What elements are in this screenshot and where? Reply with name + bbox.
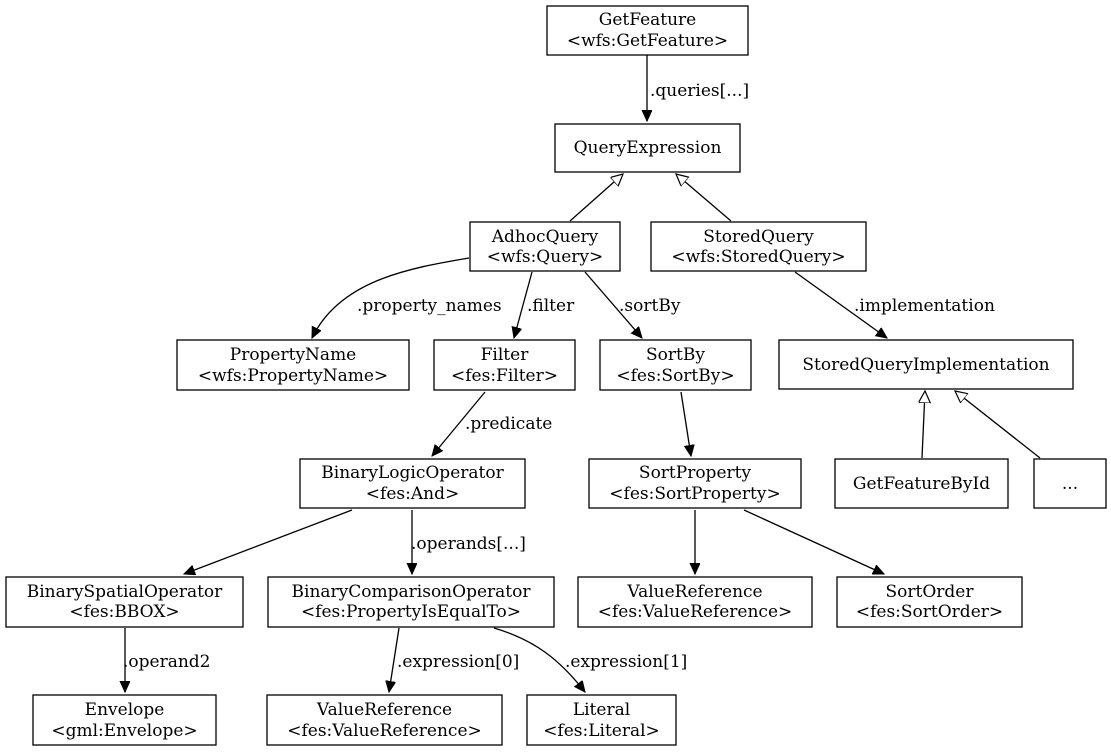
node-filter-name: Filter <box>481 345 530 365</box>
node-getfeaturebyid: GetFeatureById <box>834 458 1009 509</box>
edge-label-operands: .operands[...] <box>411 534 526 554</box>
node-queryexpression: QueryExpression <box>554 123 741 173</box>
node-adhocquery-name: AdhocQuery <box>491 227 599 247</box>
node-literal-tag: <fes:Literal> <box>543 721 660 741</box>
edge-property-names: .property_names <box>311 257 502 338</box>
node-sortproperty-tag: <fes:SortProperty> <box>609 484 780 504</box>
edge-label-expression1: .expression[1] <box>565 652 687 672</box>
node-valuereference-comparison-name: ValueReference <box>316 700 452 720</box>
edge-sortby: .sortBy <box>584 271 681 338</box>
edge-logic-spatial <box>184 509 353 574</box>
node-storedqueryimplementation-name: StoredQueryImplementation <box>802 355 1049 375</box>
node-storedqueryimplementation: StoredQueryImplementation <box>778 339 1074 390</box>
node-propertyname: PropertyName <wfs:PropertyName> <box>176 339 410 391</box>
node-valuereference-comparison-tag: <fes:ValueReference> <box>287 721 482 741</box>
node-sortproperty: SortProperty <fes:SortProperty> <box>588 458 802 509</box>
edge-implementation: .implementation <box>794 271 995 338</box>
node-valuereference-comparison: ValueReference <fes:ValueReference> <box>266 694 503 746</box>
nodes: GetFeature <wfs:GetFeature> QueryExpress… <box>5 5 1107 746</box>
node-queryexpression-name: QueryExpression <box>574 138 722 158</box>
node-envelope-tag: <gml:Envelope> <box>51 721 197 741</box>
edge-expression0: .expression[0] <box>389 627 519 692</box>
node-sortorder: SortOrder <fes:SortOrder> <box>836 576 1023 628</box>
node-sortby-tag: <fes:SortBy> <box>616 366 734 386</box>
node-binarylogicoperator: BinaryLogicOperator <fes:And> <box>299 458 526 509</box>
node-adhocquery: AdhocQuery <wfs:Query> <box>469 221 621 272</box>
node-binaryspatialoperator-tag: <fes:BBOX> <box>69 602 179 622</box>
edge-sortby-sortproperty <box>680 391 691 456</box>
edges: .queries[...] .property_names .filter .s… <box>123 55 1041 692</box>
node-filter: Filter <fes:Filter> <box>433 339 576 391</box>
edge-operand2: .operand2 <box>123 628 211 692</box>
node-binarycomparisonoperator-tag: <fes:PropertyIsEqualTo> <box>301 602 521 622</box>
node-getfeature-name: GetFeature <box>599 10 697 30</box>
node-sortby-name: SortBy <box>646 345 705 365</box>
node-ellipsis-name: ... <box>1062 474 1078 494</box>
node-sortproperty-name: SortProperty <box>639 463 752 483</box>
node-binarycomparisonoperator-name: BinaryComparisonOperator <box>292 582 532 602</box>
node-sortby: SortBy <fes:SortBy> <box>599 339 752 391</box>
node-literal-name: Literal <box>573 700 630 720</box>
node-binaryspatialoperator-name: BinarySpatialOperator <box>27 582 223 602</box>
edge-filter: .filter <box>514 271 575 338</box>
edge-expression1: .expression[1] <box>493 627 687 692</box>
edge-label-queries: .queries[...] <box>650 81 749 101</box>
edge-label-filter: .filter <box>527 296 575 316</box>
edge-label-predicate: .predicate <box>465 414 552 434</box>
node-sortorder-tag: <fes:SortOrder> <box>856 602 1003 622</box>
node-valuereference-sort: ValueReference <fes:ValueReference> <box>577 576 813 628</box>
edge-operands: .operands[...] <box>411 510 526 574</box>
node-literal: Literal <fes:Literal> <box>526 694 677 746</box>
node-sortorder-name: SortOrder <box>886 582 975 602</box>
edge-label-operand2: .operand2 <box>123 652 211 672</box>
node-envelope: Envelope <gml:Envelope> <box>32 694 217 746</box>
node-getfeature: GetFeature <wfs:GetFeature> <box>546 5 749 56</box>
edge-label-expression0: .expression[0] <box>397 652 519 672</box>
node-binarylogicoperator-name: BinaryLogicOperator <box>321 463 504 483</box>
node-binarylogicoperator-tag: <fes:And> <box>366 484 459 504</box>
node-propertyname-tag: <wfs:PropertyName> <box>198 366 388 386</box>
node-binarycomparisonoperator: BinaryComparisonOperator <fes:PropertyIs… <box>267 576 555 628</box>
node-storedquery-name: StoredQuery <box>703 227 814 247</box>
edge-getfeaturebyid-generalization <box>922 391 925 459</box>
edge-queries: .queries[...] <box>647 55 749 121</box>
node-adhocquery-tag: <wfs:Query> <box>487 247 603 267</box>
edge-predicate: .predicate <box>432 391 552 456</box>
edge-label-property-names: .property_names <box>357 296 502 316</box>
node-valuereference-sort-tag: <fes:ValueReference> <box>598 602 793 622</box>
node-envelope-name: Envelope <box>85 700 165 720</box>
edge-label-implementation: .implementation <box>854 296 995 316</box>
node-storedquery-tag: <wfs:StoredQuery> <box>671 247 845 267</box>
node-filter-tag: <fes:Filter> <box>451 366 558 386</box>
edge-ellipsis-generalization <box>955 391 1041 459</box>
node-getfeaturebyid-name: GetFeatureById <box>853 474 990 494</box>
node-binaryspatialoperator: BinarySpatialOperator <fes:BBOX> <box>5 576 244 628</box>
edge-storedquery-generalization <box>676 174 732 222</box>
edge-label-sortby: .sortBy <box>619 296 681 316</box>
node-storedquery: StoredQuery <wfs:StoredQuery> <box>650 221 867 272</box>
node-getfeature-tag: <wfs:GetFeature> <box>567 31 728 51</box>
node-valuereference-sort-name: ValueReference <box>626 582 762 602</box>
node-propertyname-name: PropertyName <box>230 345 357 365</box>
edge-adhocquery-generalization <box>569 174 623 222</box>
edge-sortproperty-sortorder <box>743 509 884 575</box>
node-ellipsis: ... <box>1033 458 1107 509</box>
